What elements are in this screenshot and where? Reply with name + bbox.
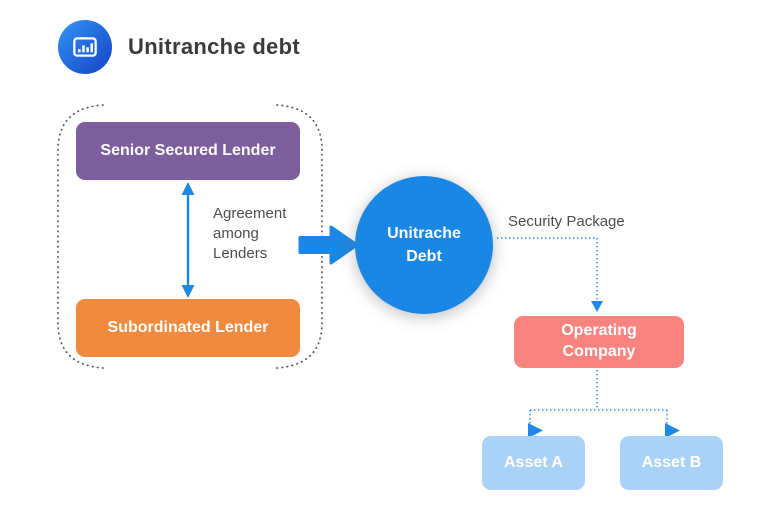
agreement-double-arrow [181,182,195,298]
senior-secured-lender-box: Senior Secured Lender [76,122,300,180]
asset-a-arrowhead [528,423,543,438]
unitranche-debt-label: Unitrache Debt [387,224,461,265]
assets-connector [529,370,668,428]
unitranche-debt-circle: Unitrache Debt [355,176,493,314]
flow-arrow [298,225,359,265]
subordinated-lender-label: Subordinated Lender [107,319,269,336]
bar-chart-glyph [73,37,97,57]
asset-a-label: Asset A [504,454,563,471]
operating-company-label: Operating Company [561,322,637,360]
operating-company-box: Operating Company [514,316,684,368]
agreement-label: Agreement among Lenders [213,205,287,262]
security-package-label: Security Package [508,213,625,230]
asset-a-box: Asset A [482,436,585,490]
asset-b-label: Asset B [641,454,702,471]
bar-chart-icon [58,20,112,74]
security-connector-arrowhead [591,301,603,312]
page-title: Unitranche debt [128,34,300,59]
asset-b-arrowhead [665,423,680,438]
security-package-connector [497,237,598,303]
subordinated-lender-box: Subordinated Lender [76,299,300,357]
asset-b-box: Asset B [620,436,723,490]
senior-secured-lender-label: Senior Secured Lender [100,142,276,159]
